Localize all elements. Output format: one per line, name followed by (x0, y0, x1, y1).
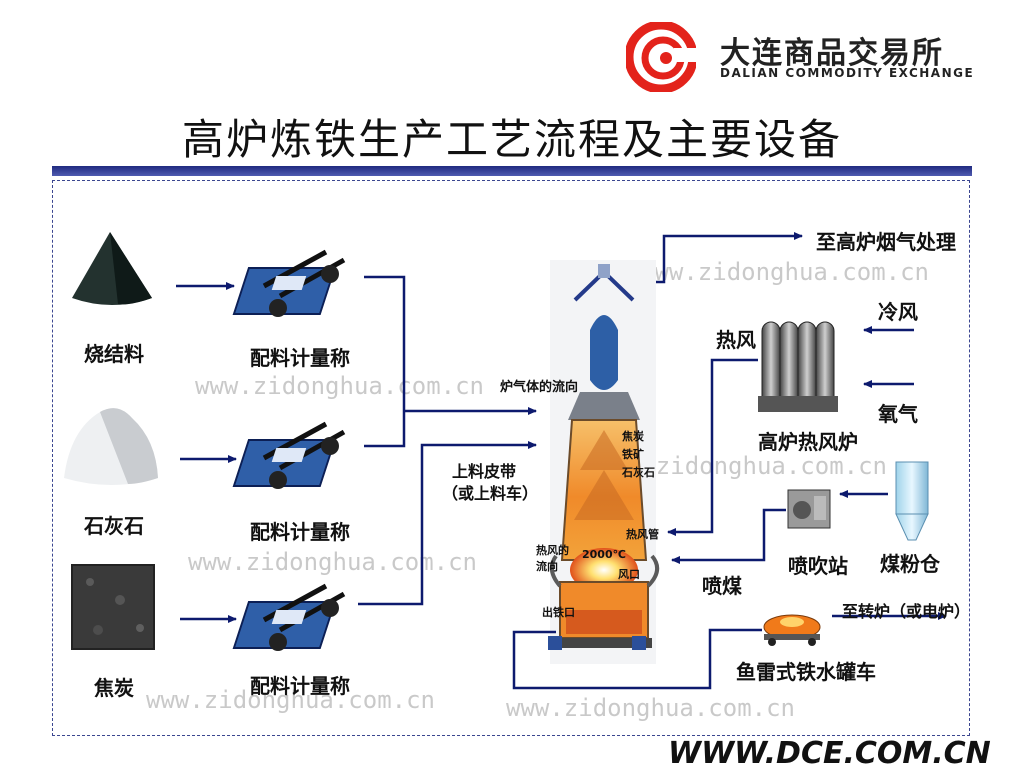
injection-station-icon (787, 489, 831, 529)
coal-injection-label: 喷煤 (702, 574, 742, 598)
hot-wind-label: 热风 (716, 328, 756, 352)
conveyor-label: 上料皮带 (452, 462, 517, 481)
oxygen-label: 氧气 (878, 402, 918, 426)
blast-furnace-icon (548, 260, 660, 664)
page-title: 高炉炼铁生产工艺流程及主要设备 (181, 115, 842, 164)
diagram-frame (52, 180, 970, 736)
material-label-sinter: 烧结料 (84, 342, 144, 366)
watermark: www.zidonghua.com.cn (188, 548, 477, 576)
temperature-label: 2000℃ (582, 548, 626, 561)
watermark: www.zidonghua.com.cn (506, 694, 795, 722)
logo-english-name: DALIAN COMMODITY EXCHANGE (720, 66, 975, 80)
title-divider (52, 166, 972, 176)
coke-pile-icon (71, 564, 155, 650)
watermark: www.zidonghua.com.cn (640, 258, 929, 286)
watermark: www.zidonghua.com.cn (195, 372, 484, 400)
limestone-layer-label: 石灰石 (622, 466, 655, 479)
hot-blast-stove-label: 高炉热风炉 (758, 430, 858, 454)
gas-flow-label: 炉气体的流向 (500, 380, 579, 395)
exhaust-treatment-label: 至高炉烟气处理 (816, 230, 956, 254)
tuyere-label: 风口 (618, 568, 640, 581)
torpedo-car-label: 鱼雷式铁水罐车 (736, 660, 876, 684)
material-label-coke: 焦炭 (94, 676, 134, 700)
hot-blast-stove-icon (758, 321, 838, 412)
scale-label: 配料计量称 (250, 674, 350, 698)
sinter-pile-icon (72, 232, 152, 305)
cold-wind-label: 冷风 (878, 300, 918, 324)
to-converter-label: 至转炉（或电炉） (842, 602, 971, 621)
weighing-scale-icon (232, 249, 346, 317)
watermark: www.zidonghua.com.cn (146, 686, 435, 714)
material-label-limestone: 石灰石 (84, 514, 144, 538)
conveyor-label-alt: （或上料车） (442, 484, 539, 503)
coke-layer-label: 焦炭 (622, 430, 644, 443)
ore-layer-label: 铁矿 (622, 448, 644, 461)
tap-hole-label: 出铁口 (542, 606, 575, 619)
tuyere-pipe-label: 热风管 (626, 528, 659, 541)
logo-chinese-name: 大连商品交易所 (720, 36, 944, 71)
weighing-scale-icon (232, 421, 346, 489)
hot-air-direction-label: 热风的 (536, 544, 569, 557)
injection-station-label: 喷吹站 (788, 554, 848, 578)
hot-air-direction-label-2: 流向 (536, 560, 558, 573)
torpedo-car-icon (763, 614, 821, 646)
limestone-pile-icon (64, 408, 158, 485)
weighing-scale-icon (232, 583, 346, 651)
scale-label: 配料计量称 (250, 520, 350, 544)
scale-label: 配料计量称 (250, 346, 350, 370)
dce-logo-icon (626, 22, 696, 92)
footer-website: WWW.DCE.COM.CN (668, 736, 991, 771)
coal-bin-icon (895, 461, 929, 541)
coal-bin-label: 煤粉仓 (880, 552, 940, 576)
